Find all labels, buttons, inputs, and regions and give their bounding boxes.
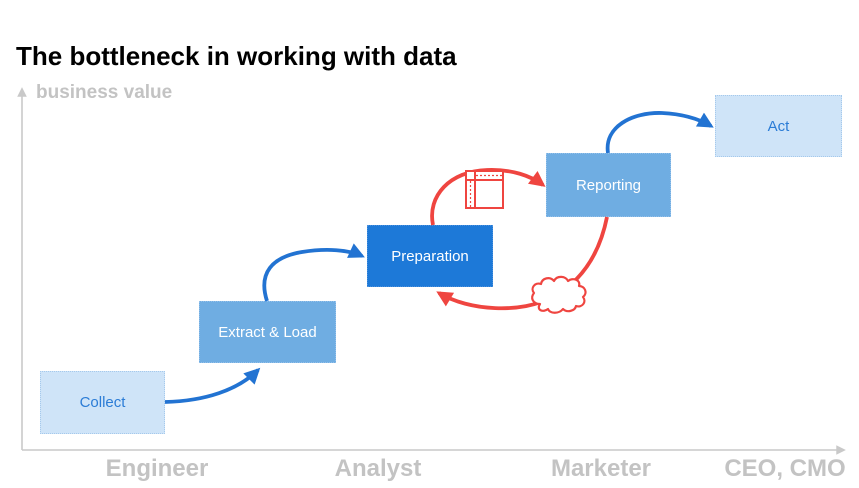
node-collect: Collect xyxy=(40,371,165,434)
cloud-icon xyxy=(531,275,587,314)
node-extract-load-label: Extract & Load xyxy=(218,323,317,341)
node-collect-label: Collect xyxy=(79,394,126,411)
arrow-reporting-to-act xyxy=(605,111,714,154)
node-extract-load: Extract & Load xyxy=(199,301,336,363)
spreadsheet-icon xyxy=(465,170,504,209)
node-reporting: Reporting xyxy=(546,153,671,217)
node-act: Act xyxy=(715,95,842,157)
x-axis-label-ceo-cmo: CEO, CMO xyxy=(724,455,846,482)
arrow-extract-load-to-preparation xyxy=(262,243,365,302)
arrow-collect-to-extract-load xyxy=(164,367,261,404)
x-axis-label-analyst: Analyst xyxy=(334,455,422,482)
node-preparation: Preparation xyxy=(367,225,493,287)
x-axis-label-engineer: Engineer xyxy=(105,455,209,482)
page-title: The bottleneck in working with data xyxy=(16,41,457,72)
x-axis-label-marketer: Marketer xyxy=(550,455,652,482)
y-axis-label: business value xyxy=(36,82,173,103)
node-act-label: Act xyxy=(767,117,790,135)
arrow-preparation-to-reporting xyxy=(430,168,546,226)
node-preparation-label: Preparation xyxy=(391,247,469,265)
node-reporting-label: Reporting xyxy=(575,176,642,194)
spreadsheet-icon-frame xyxy=(465,170,504,209)
cloud-icon-shape xyxy=(531,275,587,314)
